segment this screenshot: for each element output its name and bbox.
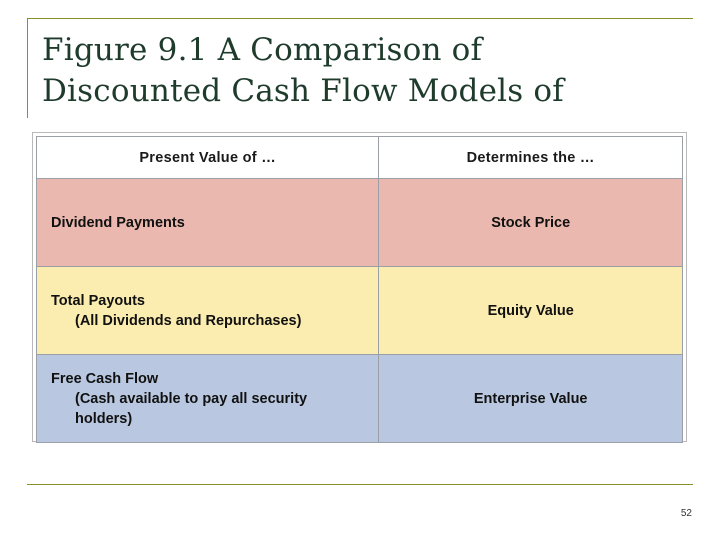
- row-main-text: Free Cash Flow: [51, 370, 159, 387]
- figure-table-container: Present Value of … Determines the … Divi…: [32, 132, 687, 443]
- row-dividend-payments-label: Dividend Payments: [35, 178, 380, 267]
- row-sub-text: (All Dividends and Repurchases): [75, 312, 302, 329]
- column-header-present-value: Present Value of …: [35, 136, 380, 179]
- row-enterprise-value: Enterprise Value: [378, 354, 683, 443]
- page-title: Figure 9.1 A Comparison of Discounted Ca…: [42, 32, 564, 109]
- table-row: Free Cash Flow (Cash available to pay al…: [35, 354, 683, 443]
- row-equity-value: Equity Value: [378, 266, 683, 355]
- row-main-text: Dividend Payments: [51, 214, 185, 231]
- page-number: 52: [680, 508, 692, 519]
- row-free-cash-flow-label: Free Cash Flow (Cash available to pay al…: [35, 354, 380, 443]
- row-main-text: Total Payouts: [51, 292, 145, 309]
- header-rule-top: [27, 18, 693, 19]
- row-stock-price-value: Stock Price: [378, 178, 683, 267]
- column-header-determines: Determines the …: [378, 136, 683, 179]
- table-row: Dividend Payments Stock Price: [35, 178, 683, 267]
- table-header-row: Present Value of … Determines the …: [35, 136, 683, 179]
- comparison-table: Present Value of … Determines the … Divi…: [35, 136, 683, 443]
- header-rule-left: [27, 18, 28, 118]
- row-sub-text: (Cash available to pay all security hold…: [75, 390, 308, 427]
- row-total-payouts-label: Total Payouts (All Dividends and Repurch…: [35, 266, 380, 355]
- table-row: Total Payouts (All Dividends and Repurch…: [35, 266, 683, 355]
- footer-rule: [27, 484, 693, 485]
